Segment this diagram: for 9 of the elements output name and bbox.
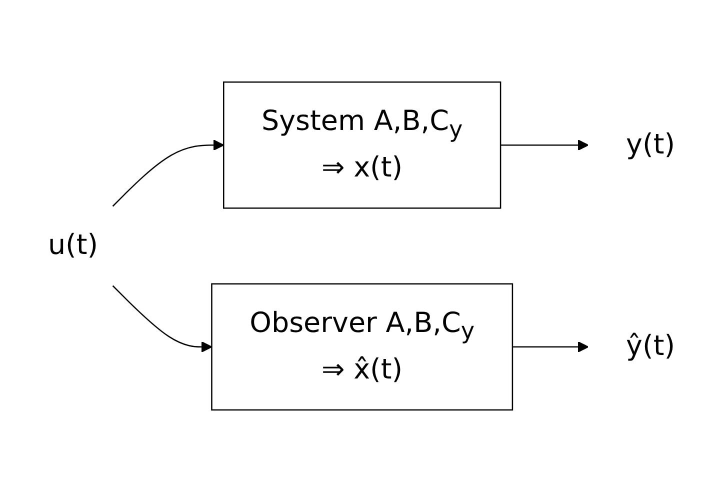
node-text: ŷ(t) xyxy=(626,331,676,363)
node-box: System A,B,C$_{y}$ ⇒ x(t) xyxy=(223,81,502,209)
node-text: u(t) xyxy=(48,230,98,262)
arrow xyxy=(512,341,589,352)
node-box: Observer A,B,C$_{y}$ ⇒ x̂(t) xyxy=(211,283,514,411)
arrow xyxy=(112,285,212,352)
arrow xyxy=(500,140,589,151)
arrow xyxy=(112,140,224,207)
node-text: y(t) xyxy=(626,129,676,161)
